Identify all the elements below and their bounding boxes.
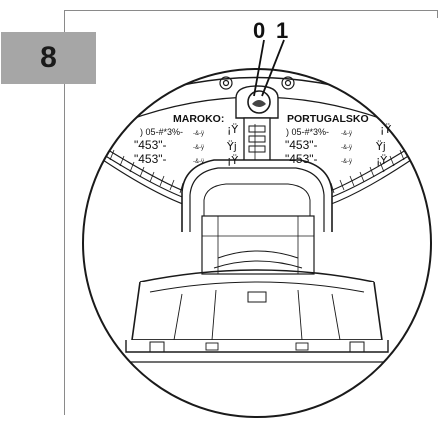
dial-left-row-1-mid: -&-ÿ xyxy=(193,131,204,137)
dial-left-row-3-text: "453"- xyxy=(134,152,167,166)
step-number: 8 xyxy=(40,41,57,74)
callout-leader-0 xyxy=(253,39,265,97)
screw-top-right xyxy=(281,76,295,90)
screw-top-left xyxy=(219,76,233,90)
dial-left-row-1-mark: ¡Ÿ xyxy=(227,123,238,136)
dial-right-row-1-mark: ¡Ÿ xyxy=(380,123,391,136)
step-badge: 8 xyxy=(1,32,96,84)
dial-left-row-2-mark: Ÿj xyxy=(226,140,237,153)
page-frame-top xyxy=(64,10,438,11)
dial-right-row-2-text: "453"- xyxy=(285,138,318,152)
base-top xyxy=(139,269,375,283)
dial-left-row-1-text: ) 05-#*3%- xyxy=(140,127,183,137)
dial-right-row-3-mid: -&-ÿ xyxy=(341,159,352,165)
dial-right-row-2-mid: -&-ÿ xyxy=(341,145,352,151)
rim-ribs xyxy=(109,149,405,194)
base-stand xyxy=(125,340,389,353)
lid-handle xyxy=(181,159,333,232)
dial-right-row-1-mid: -&-ÿ xyxy=(341,131,352,137)
callout-leader-1 xyxy=(261,39,285,97)
dial-header-left: MAROKO: xyxy=(173,113,224,125)
page-frame-left xyxy=(64,10,65,415)
dial-left-row-3-mark: ¡Ÿ xyxy=(227,154,238,167)
dial-right-row-1-text: ) 05-#*3%- xyxy=(286,127,329,137)
dial-left-row-2-text: "453"- xyxy=(134,138,167,152)
callout-label-1: 1 xyxy=(276,18,288,43)
dial-left-row-3-mid: -&-ÿ xyxy=(193,159,204,165)
dial-right-row-2-mark: Ÿj xyxy=(375,140,386,153)
inner-body xyxy=(201,215,315,275)
dial-left-row-2-mid: -&-ÿ xyxy=(193,145,204,151)
dial-right-row-3-text: "453"- xyxy=(285,152,318,166)
callout-label-0: 0 xyxy=(253,18,265,43)
base-bowl xyxy=(131,281,383,341)
dial-right-row-3-mark: ¡Ÿ xyxy=(376,154,387,167)
page-frame-right xyxy=(437,10,438,18)
dial-header-right: PORTUGALSKO xyxy=(287,113,369,125)
